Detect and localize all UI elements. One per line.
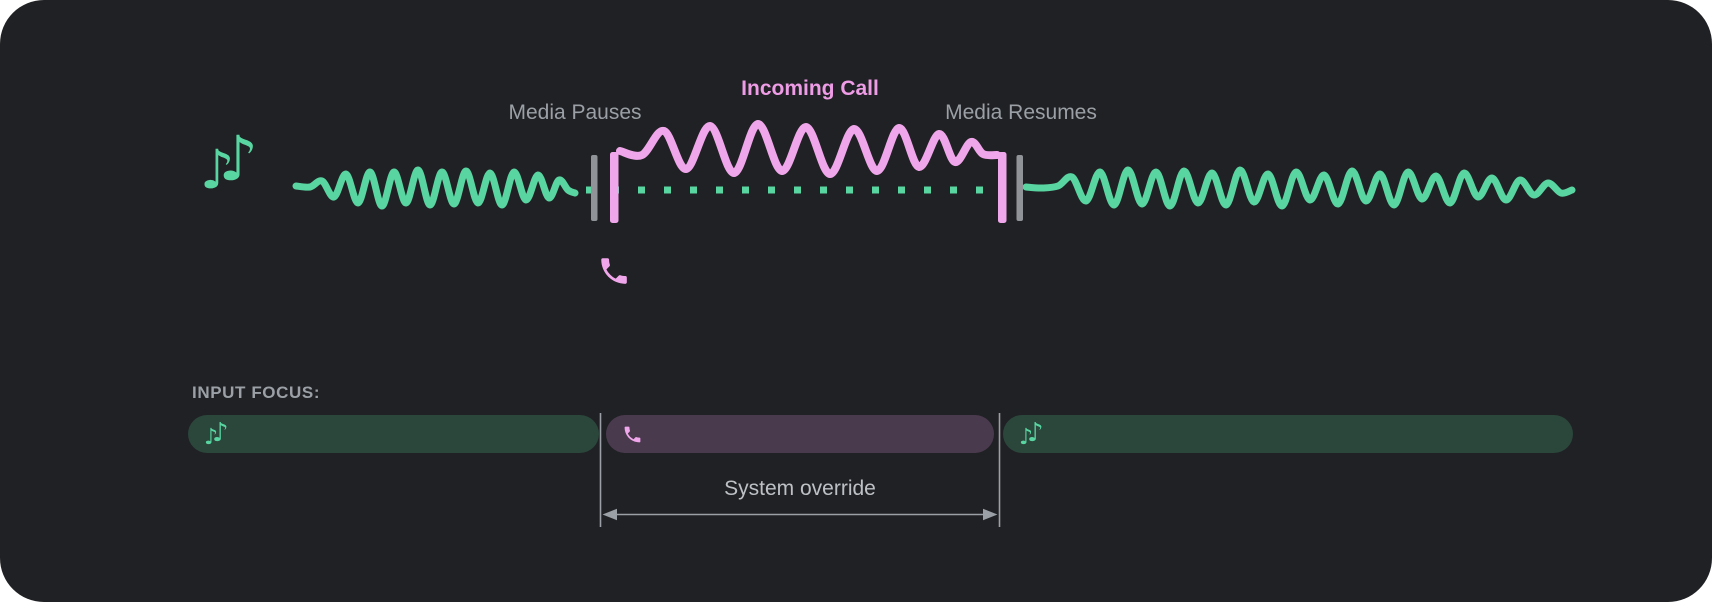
system-override-label: System override [724,477,876,500]
input-focus-heading: INPUT FOCUS: [192,383,321,402]
phone-icon [601,258,627,284]
incoming-call-label: Incoming Call [741,77,879,100]
note-glyph: ♪ [1019,424,1034,450]
focus-segment-media-after: ♪ ♪ [1003,415,1573,453]
note-glyph: ♪ [218,122,259,195]
music-notes-icon: ♪ ♪ [200,128,258,197]
media-resumes-label: Media Resumes [945,101,1097,124]
focus-segment-media-before: ♪ ♪ [188,415,599,453]
focus-segment-call [606,415,994,453]
pause-marker-pink [610,152,619,223]
note-glyph: ♪ [200,138,235,201]
music-notes-icon: ♪ ♪ [1019,420,1044,449]
music-notes-icon: ♪ ♪ [204,420,229,449]
media-waveform-after [1022,166,1576,210]
note-glyph: ♪ [212,417,229,448]
note-glyph: ♪ [204,424,219,450]
phone-icon [624,426,641,442]
system-override-arrow [602,508,998,521]
pause-marker-gray [591,155,598,221]
media-waveform-before [292,166,579,210]
media-pauses-label: Media Pauses [508,101,642,124]
resume-marker-gray [1016,155,1023,221]
incoming-call-waveform [616,120,1001,178]
resume-marker-pink [998,152,1007,223]
note-glyph: ♪ [1027,417,1044,448]
